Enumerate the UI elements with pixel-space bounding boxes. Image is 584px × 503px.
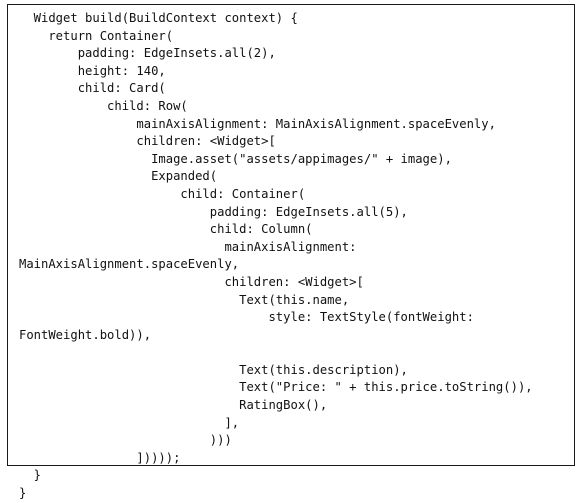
code-line: child: Row( [19,98,188,113]
code-line: padding: EdgeInsets.all(5), [19,204,408,219]
code-line: Image.asset("assets/appimages/" + image)… [19,151,452,166]
code-line: Expanded( [19,169,218,184]
code-line: mainAxisAlignment: MainAxisAlignment.spa… [19,116,496,131]
code-line: return Container( [19,28,174,43]
code-line: ], [19,415,240,430]
code-line: padding: EdgeInsets.all(2), [19,46,276,61]
code-line: children: <Widget>[ [19,274,364,289]
code-line: child: Container( [19,186,306,201]
code-line: child: Column( [19,222,313,237]
code-line: children: <Widget>[ [19,134,276,149]
code-line: Text("Price: " + this.price.toString()), [19,380,533,395]
code-line: mainAxisAlignment: [19,239,357,254]
code-listing-box: Widget build(BuildContext context) { ret… [7,4,575,500]
code-line: Text(this.description), [19,362,408,377]
code-line: RatingBox(), [19,398,328,413]
code-line [19,344,533,362]
code-line: style: TextStyle(fontWeight: [19,310,474,325]
code-line: ))) [19,433,232,448]
code-line: Text(this.name, [19,292,350,307]
code-line: } [19,486,27,501]
code-line: ])))); [19,450,181,465]
code-line: } [19,468,42,483]
code-listing: Widget build(BuildContext context) { ret… [19,10,533,503]
code-line: height: 140, [19,63,166,78]
code-line: child: Card( [19,81,166,96]
code-line: MainAxisAlignment.spaceEvenly, [19,257,240,272]
code-line: Widget build(BuildContext context) { [19,11,298,25]
code-line: FontWeight.bold)), [19,327,152,342]
